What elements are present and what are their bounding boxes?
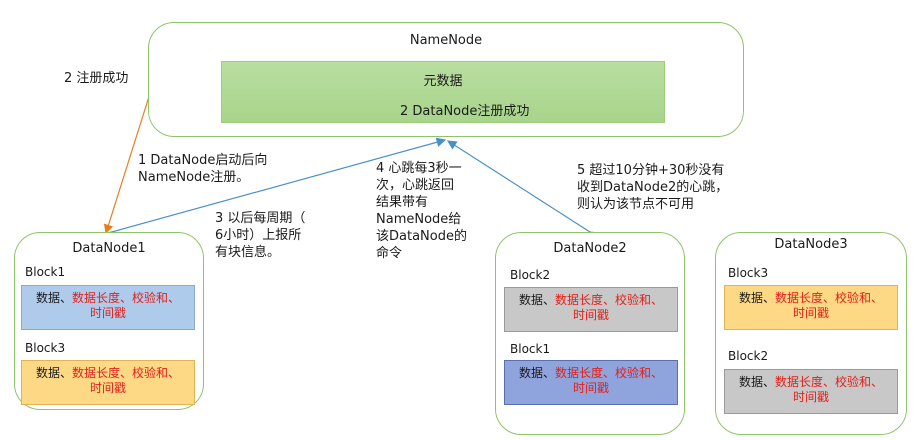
step5-line: 则认为该节点不可用: [577, 197, 695, 212]
block-data-text: 数据、: [738, 291, 775, 305]
register-success-label: 2 注册成功: [64, 71, 129, 86]
step4-note: 4 心跳每3秒一 次，心跳返回 结果带有 NameNode给 该DataNode…: [376, 160, 467, 262]
block-data-text: 数据、: [35, 291, 72, 305]
block-data-text: 数据、: [518, 293, 555, 307]
step5-line: 收到DataNode2的心跳，: [577, 180, 729, 195]
block-data-text: 数据、: [518, 366, 555, 380]
block-time-text: 时间戳: [89, 306, 126, 320]
step3-note: 3 以后每周期（ 6小时）上报所 有块信息。: [215, 210, 305, 261]
block-data-text: 数据、: [738, 375, 775, 389]
step5-note: 5 超过10分钟+30秒没有 收到DataNode2的心跳， 则认为该节点不可用: [577, 162, 728, 213]
step4-line: 次，心跳返回: [376, 178, 455, 193]
namenode-title: NameNode: [409, 33, 483, 48]
block-label: Block3: [25, 341, 66, 355]
block-meta-text: 数据长度、校验和、: [775, 375, 884, 389]
register-arrow: [107, 137, 447, 234]
datanode3: DataNode3 Block3 数据、数据长度、校验和、 时间戳 Block2…: [715, 232, 907, 435]
step1-line: 1 DataNode启动后向: [138, 153, 268, 168]
block-meta-text: 数据长度、校验和、: [72, 366, 181, 380]
block-label: Block2: [728, 349, 769, 363]
datanode3-title: DataNode3: [774, 237, 848, 252]
metadata-box: 元数据 2 DataNode注册成功: [221, 61, 665, 123]
step4-line: 该DataNode的: [376, 229, 467, 244]
block-time-text: 时间戳: [792, 390, 829, 404]
datanode2-title: DataNode2: [553, 241, 627, 256]
step4-line: 4 心跳每3秒一: [376, 161, 462, 176]
step1-note: 1 DataNode启动后向 NameNode注册。: [138, 152, 267, 186]
block-meta-text: 数据长度、校验和、: [555, 366, 664, 380]
step3-line: 3 以后每周期（: [215, 211, 306, 226]
block-item: 数据、数据长度、校验和、 时间戳: [21, 285, 195, 330]
block-item: 数据、数据长度、校验和、 时间戳: [504, 360, 678, 405]
block-item: 数据、数据长度、校验和、 时间戳: [724, 285, 898, 330]
block-item: 数据、数据长度、校验和、 时间戳: [21, 360, 195, 405]
block-time-text: 时间戳: [572, 308, 609, 322]
block-item: 数据、数据长度、校验和、 时间戳: [724, 369, 898, 414]
register-success-arrow: [103, 86, 153, 235]
datanode1-title: DataNode1: [72, 241, 146, 256]
block-label: Block3: [728, 266, 769, 280]
block-label: Block1: [25, 265, 66, 279]
heartbeat-arrow: [446, 140, 600, 241]
step4-line: 结果带有: [376, 195, 429, 210]
step5-line: 5 超过10分钟+30秒没有: [577, 163, 725, 178]
step4-line: 命令: [376, 246, 403, 261]
block-time-text: 时间戳: [89, 381, 126, 395]
metadata-message: 2 DataNode注册成功: [400, 104, 530, 119]
datanode2: DataNode2 Block2 数据、数据长度、校验和、 时间戳 Block1…: [495, 232, 685, 435]
datanode1: DataNode1 Block1 数据、数据长度、校验和、 时间戳 Block3…: [14, 232, 204, 410]
metadata-title: 元数据: [423, 74, 463, 89]
block-time-text: 时间戳: [792, 306, 829, 320]
step3-line: 有块信息。: [215, 245, 281, 260]
block-label: Block1: [510, 342, 551, 356]
block-data-text: 数据、: [35, 366, 72, 380]
step3-line: 6小时）上报所: [215, 228, 302, 243]
block-meta-text: 数据长度、校验和、: [555, 293, 664, 307]
block-item: 数据、数据长度、校验和、 时间戳: [504, 287, 678, 332]
step4-line: NameNode给: [376, 212, 462, 227]
block-meta-text: 数据长度、校验和、: [775, 291, 884, 305]
block-time-text: 时间戳: [572, 381, 609, 395]
namenode: NameNode 元数据 2 DataNode注册成功: [148, 22, 744, 137]
block-meta-text: 数据长度、校验和、: [72, 291, 181, 305]
step1-line: NameNode注册。: [138, 170, 250, 185]
block-label: Block2: [510, 268, 551, 282]
